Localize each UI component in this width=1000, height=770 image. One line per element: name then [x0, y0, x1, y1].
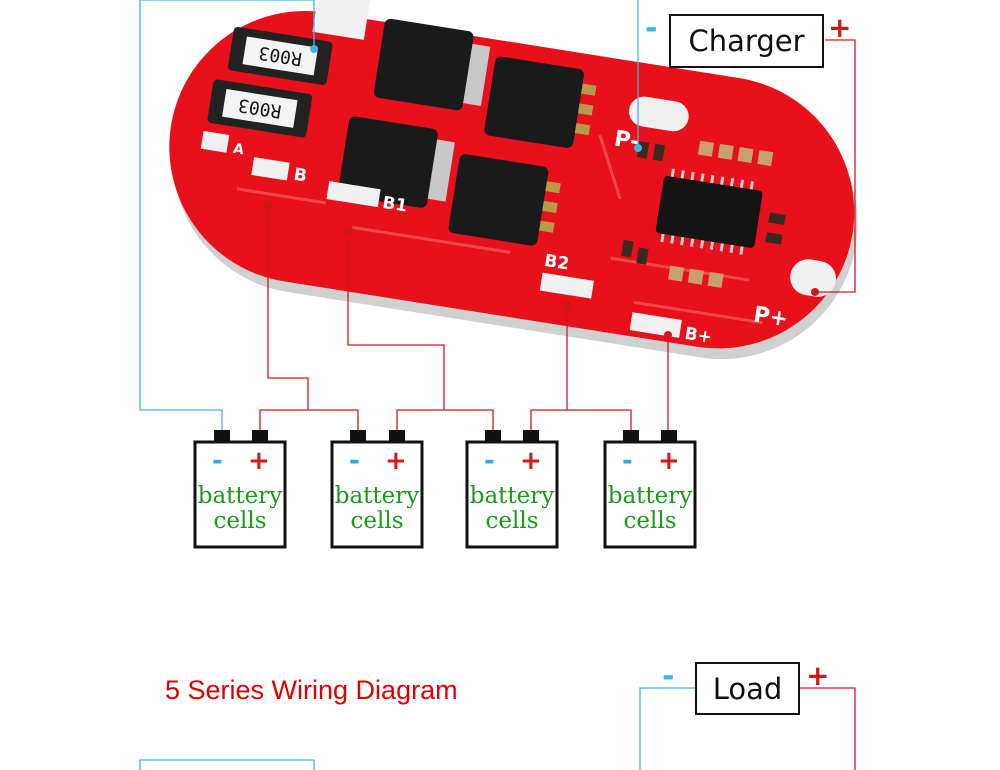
- pad-b1: [326, 181, 381, 208]
- cell-3-neg-sign: -: [484, 446, 495, 476]
- cell-3-pos-sign: +: [520, 446, 542, 476]
- cell-3-neg-terminal: [485, 430, 501, 443]
- charger-neg-sign: -: [645, 11, 658, 46]
- mosfet-1: [373, 18, 491, 111]
- cell-4-pos-terminal: [661, 430, 677, 443]
- pad-label-b-top: B: [241, 0, 257, 4]
- protection-board: R003 R003: [169, 0, 858, 360]
- diagram-title: 5 Series Wiring Diagram: [165, 675, 458, 705]
- pad-dot-p-minus: [634, 144, 642, 152]
- pad-label-p-plus: P+: [752, 302, 790, 332]
- pad-dot-b-top: [310, 45, 318, 53]
- pad-label-a: A: [232, 141, 245, 159]
- battery-cell-4: [603, 430, 697, 549]
- wire-pplus-to-charger: [815, 39, 856, 293]
- cell-1-line2: cells: [213, 508, 267, 534]
- load-neg-sign: -: [662, 659, 675, 694]
- wire-bottom-left-blue: [139, 759, 315, 770]
- pad-a: [200, 130, 230, 153]
- cell-2-label: battery cells: [331, 484, 423, 534]
- cell-1-pos-sign: +: [248, 446, 270, 476]
- red-wires: [259, 39, 856, 770]
- mosfet-4: [448, 154, 561, 246]
- wire-cell1-pos-cell2-neg: [259, 409, 359, 432]
- cell-4-label: battery cells: [604, 484, 696, 534]
- cell-1-neg-sign: -: [212, 446, 223, 476]
- battery-cell-2: [330, 430, 424, 549]
- pad-p-plus: [790, 259, 837, 297]
- cell-4-neg-terminal: [623, 430, 639, 443]
- cell-4-pos-sign: +: [658, 446, 680, 476]
- cell-1-neg-terminal: [214, 430, 230, 443]
- cell-2-neg-sign: -: [349, 446, 360, 476]
- cell-4-line2: cells: [623, 508, 677, 534]
- pad-label-b: B: [292, 165, 308, 187]
- cell-3-line1: battery: [469, 483, 555, 509]
- wire-load-neg: [639, 687, 695, 770]
- wire-cell3-pos-cell4-neg: [530, 409, 632, 432]
- blue-wires: [139, 0, 695, 770]
- mosfet-2: [484, 56, 597, 148]
- mosfet-3: [338, 116, 455, 208]
- pad-b2: [539, 272, 594, 299]
- wire-b1-pad: [347, 233, 445, 410]
- charger-pos-sign: +: [828, 11, 852, 44]
- battery-cell-1: [193, 430, 287, 549]
- cell-1-label: battery cells: [194, 484, 286, 534]
- load-box: Load: [695, 662, 800, 715]
- cell-3-pos-terminal: [523, 430, 539, 443]
- charger-box: Charger: [669, 14, 824, 68]
- pad-b-top: [312, 0, 372, 40]
- control-ic: [655, 168, 763, 255]
- cell-4-line1: battery: [607, 483, 693, 509]
- wire-load-pos: [800, 687, 856, 770]
- pad-label-b1: B1: [381, 193, 409, 217]
- pad-b: [251, 157, 290, 181]
- pad-label-b2: B2: [543, 251, 571, 275]
- wire-b-pad: [267, 205, 309, 410]
- load-label: Load: [712, 671, 783, 706]
- charger-label: Charger: [688, 24, 805, 58]
- resistor-2: R003: [207, 79, 313, 138]
- cell-3-label: battery cells: [466, 484, 558, 534]
- cell-1-line1: battery: [197, 483, 283, 509]
- cell-2-pos-terminal: [389, 430, 405, 443]
- cell-4-neg-sign: -: [622, 446, 633, 476]
- battery-cell-3: [465, 430, 559, 549]
- smd-components: [621, 140, 786, 288]
- pad-p-minus: [629, 96, 689, 132]
- resistor-1: R003: [228, 27, 333, 85]
- pad-label-b-plus: B+: [683, 324, 713, 348]
- cell-3-line2: cells: [485, 508, 539, 534]
- board-traces: [236, 134, 763, 325]
- cell-2-pos-sign: +: [385, 446, 407, 476]
- wire-b-top-to-cell1-neg: [139, 0, 315, 432]
- wire-cell2-pos-cell3-neg: [396, 409, 494, 432]
- cell-2-neg-terminal: [350, 430, 366, 443]
- cell-1-pos-terminal: [252, 430, 268, 443]
- cell-2-line2: cells: [350, 508, 404, 534]
- cell-2-line1: battery: [334, 483, 420, 509]
- red-pad-dots: [264, 201, 819, 339]
- load-pos-sign: +: [806, 659, 830, 692]
